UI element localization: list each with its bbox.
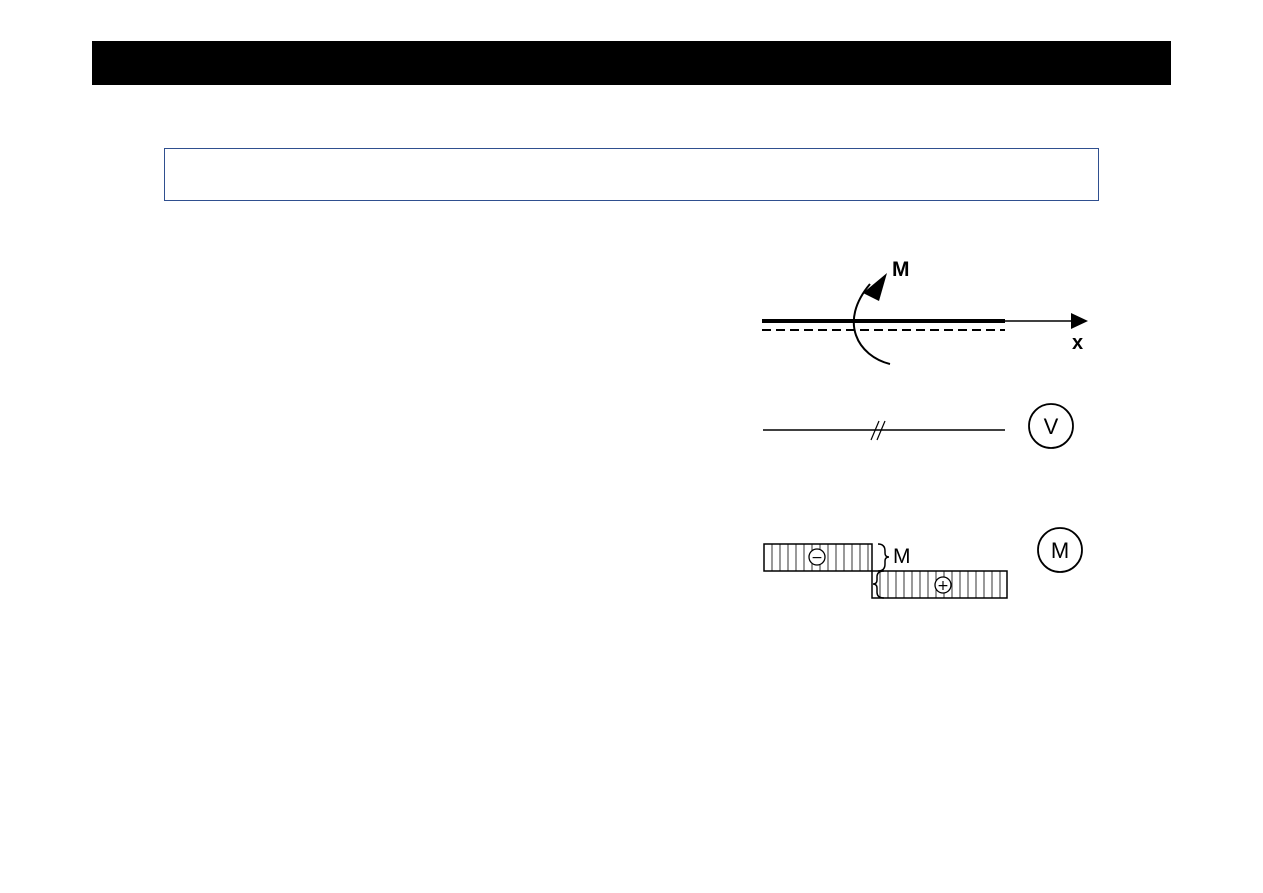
shear-tick xyxy=(876,420,886,441)
shear-badge-circle xyxy=(1028,403,1074,449)
negative-sign-circle xyxy=(808,548,826,566)
negative-sign: − xyxy=(811,550,823,566)
moment-badge-circle xyxy=(1037,527,1083,573)
positive-sign-circle xyxy=(934,576,952,594)
x-axis-arrowhead xyxy=(1071,313,1088,329)
moment-badge-label: M xyxy=(1051,538,1069,563)
positive-sign: + xyxy=(937,578,949,594)
shear-diagram: V xyxy=(763,403,1074,449)
moment-magnitude-label: M xyxy=(893,545,911,568)
beam-diagram: x M V − + M M xyxy=(762,258,1088,599)
x-axis-label: x xyxy=(1072,332,1083,354)
moment-arrowhead xyxy=(863,273,887,301)
moment-brace-lower xyxy=(872,570,885,599)
moment-brace xyxy=(877,543,890,572)
moment-label: M xyxy=(892,258,910,281)
beam-sketch: x M xyxy=(762,258,1088,365)
moment-positive-block xyxy=(871,570,1008,599)
moment-arc-arrow xyxy=(852,283,891,365)
shear-tick xyxy=(870,420,880,441)
moment-diagram: − + M M xyxy=(763,527,1083,599)
title-bar xyxy=(92,41,1171,85)
moment-positive-hatch xyxy=(879,571,1001,598)
subtitle-box xyxy=(164,148,1099,201)
moment-negative-hatch xyxy=(771,544,869,571)
shear-badge-label: V xyxy=(1044,414,1059,439)
